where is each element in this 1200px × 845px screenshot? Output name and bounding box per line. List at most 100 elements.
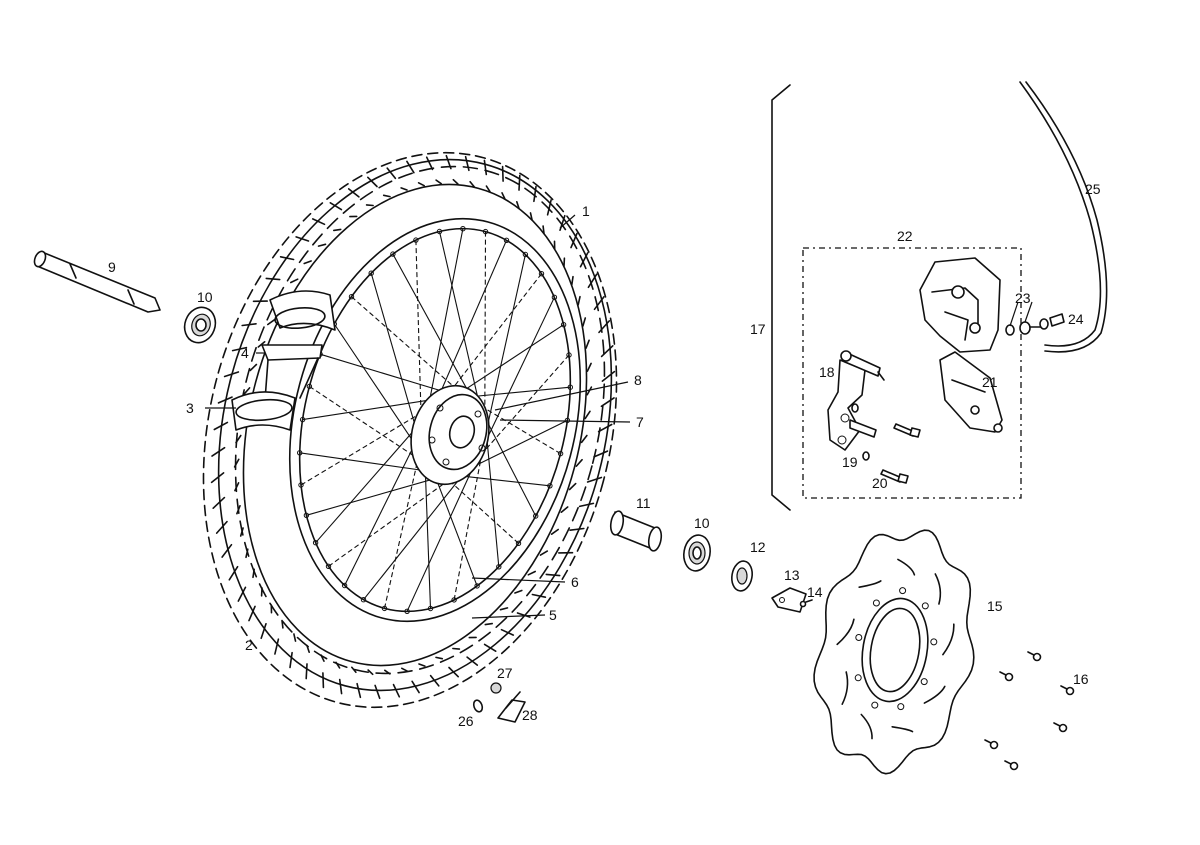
tread-block: [580, 434, 588, 444]
callout-16: 16: [1073, 671, 1089, 687]
tread-block: [335, 661, 341, 669]
tread-block: [484, 622, 493, 626]
spoke: [481, 405, 561, 455]
tread-block: [425, 156, 434, 171]
speedo-plate: [771, 587, 807, 613]
tread-block: [464, 155, 470, 172]
bearing-right: [683, 534, 711, 572]
tread-block: [569, 527, 585, 531]
tread-block: [529, 212, 533, 221]
spoke-nipple: [368, 270, 374, 276]
tire: [202, 151, 618, 709]
tread-block: [571, 275, 574, 286]
callout-11: 11: [636, 495, 651, 511]
spoke-nipple: [496, 564, 502, 570]
tread-block: [579, 252, 589, 268]
tread-block: [452, 647, 461, 650]
callout-25: 25: [1085, 181, 1101, 197]
tread-block: [274, 638, 280, 655]
tread-block: [249, 363, 258, 372]
tread-block: [223, 371, 240, 378]
spoke-nipple: [390, 251, 396, 257]
callout-23: 23: [1015, 290, 1031, 306]
tread-block: [237, 586, 247, 602]
callout-7: 7: [636, 414, 644, 430]
tread-block: [235, 434, 242, 444]
tread-block: [338, 678, 343, 695]
spoke-nipple: [303, 512, 310, 518]
bearing-left: [183, 306, 217, 344]
tread-block: [228, 565, 239, 581]
tread-block: [417, 182, 425, 187]
tread-block: [593, 450, 609, 458]
callout-20: 20: [872, 475, 888, 491]
tread-block: [499, 607, 509, 611]
disc-slot: [934, 573, 942, 605]
tread-block: [577, 295, 581, 306]
spoke: [300, 409, 426, 486]
tread-block: [384, 669, 391, 675]
spoke-nipple: [503, 237, 510, 244]
spoke-nipple: [404, 608, 410, 614]
callout-3: 3: [186, 400, 194, 416]
spoke: [344, 438, 418, 586]
spoke: [433, 473, 478, 587]
disc-bolt: [999, 671, 1014, 682]
tread-block: [516, 201, 520, 210]
callout-10-right: 10: [694, 515, 710, 531]
callout-numbers: 1 2 3 4 5 6 7 8 9 10 11 10 12 13 14 15 1…: [108, 181, 1101, 729]
tread-block: [586, 476, 603, 483]
disc-bolt-hole: [921, 602, 929, 610]
disc-bolt-hole: [855, 634, 863, 641]
callout-9: 9: [108, 259, 116, 275]
caliper-subgroup-box: [802, 247, 1022, 499]
spoke-nipple: [533, 513, 539, 519]
spoke-nipple: [306, 383, 313, 390]
disc-slot: [836, 618, 855, 646]
caliper: [919, 257, 1001, 353]
tread-block: [445, 154, 452, 170]
spoke: [486, 254, 526, 430]
tread-block: [597, 423, 613, 433]
rim-band: [269, 290, 336, 331]
disc-bolt-hole: [871, 701, 879, 709]
tread-block: [320, 654, 325, 662]
spoke: [484, 297, 555, 445]
tread-block: [233, 458, 240, 468]
tread-block: [311, 218, 326, 226]
spoke: [424, 465, 432, 609]
spoke: [309, 385, 424, 463]
spoke: [477, 354, 570, 459]
valve-cap: [472, 699, 484, 713]
disc-slot: [897, 558, 916, 576]
tread-block: [329, 202, 343, 211]
spoke-nipple: [298, 482, 304, 488]
callout-28: 28: [522, 707, 538, 723]
banjo-fitting: [1005, 313, 1065, 336]
tread-block: [435, 656, 444, 660]
brake-pads: [939, 351, 1003, 433]
tread-block: [305, 663, 308, 680]
tread-block: [584, 410, 591, 420]
callout-24: 24: [1068, 311, 1084, 327]
spoke-nipple: [482, 228, 489, 235]
spoke-nipple: [348, 294, 355, 300]
tread-block: [501, 192, 506, 200]
disc-bolt-hole: [872, 599, 880, 607]
callout-14: 14: [807, 584, 823, 600]
caliper-bracket: [827, 350, 885, 451]
tread-block: [212, 496, 226, 509]
caliper-group-bracket: [771, 84, 791, 511]
callout-18: 18: [819, 364, 835, 380]
disc-bolt: [1027, 651, 1042, 662]
spoke: [485, 418, 537, 517]
valve-nut: [490, 682, 502, 694]
tread-block: [303, 260, 312, 265]
tread-block: [452, 178, 459, 185]
spoke: [383, 453, 420, 609]
spoke: [484, 231, 487, 415]
callout-22: 22: [897, 228, 913, 244]
spacer: [609, 510, 663, 552]
spoke-nipple: [427, 605, 434, 612]
